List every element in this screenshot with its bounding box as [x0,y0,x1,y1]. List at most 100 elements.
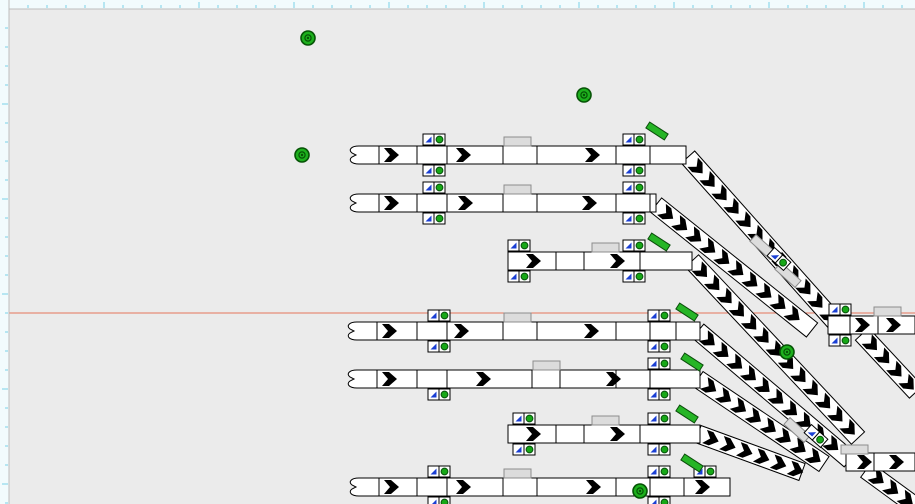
buffer-stop[interactable] [349,145,380,165]
track-section[interactable] [507,424,701,444]
signal-green-lamp-icon [520,272,529,281]
berth-box[interactable] [532,360,561,371]
signal-indicator[interactable] [622,239,646,252]
buffer-stop[interactable] [349,193,380,213]
track-section[interactable] [377,145,687,165]
track-section[interactable] [375,369,701,389]
signal-indicator[interactable] [647,309,671,322]
track-chevron-icon [781,400,798,416]
signal-indicator[interactable] [512,443,536,456]
track-chevron-icon [790,366,806,383]
signal-indicator[interactable] [647,443,671,456]
track-section[interactable] [845,452,915,472]
signal-blue-flag-icon [807,432,817,437]
top-ruler[interactable] [0,0,915,10]
signal-indicator[interactable] [507,270,531,283]
signal-indicator[interactable] [622,133,646,146]
track-chevron-icon [744,407,762,423]
track-section[interactable] [827,315,915,335]
buffer-stop[interactable] [349,477,380,497]
signal-indicator[interactable] [512,412,536,425]
signal-indicator[interactable] [507,239,531,252]
left-ruler-strip [0,0,9,504]
green-badge[interactable] [300,30,316,46]
track-chevron-icon [382,372,397,386]
signal-indicator[interactable] [422,181,446,194]
berth-box[interactable] [503,136,532,147]
track-chevron-icon [783,305,800,321]
signal-indicator[interactable] [647,465,671,478]
track-chevron-icon [698,330,715,346]
diagonal-track[interactable] [692,370,830,473]
signal-indicator[interactable] [803,423,829,449]
track-chevron-icon [822,435,839,451]
signal-indicator[interactable] [828,303,852,316]
diagonal-track[interactable] [684,254,866,445]
route-signal-bar[interactable] [675,302,699,322]
berth-box[interactable] [873,306,902,317]
signal-indicator[interactable] [422,164,446,177]
track-section[interactable] [377,477,731,497]
route-signal-bar[interactable] [647,232,671,252]
berth-box[interactable] [840,444,869,455]
track-chevron-icon [699,237,716,253]
signal-indicator[interactable] [427,309,451,322]
signal-indicator[interactable] [622,212,646,225]
signal-indicator[interactable] [427,465,451,478]
green-badge[interactable] [632,483,648,499]
route-signal-bar[interactable] [680,453,704,473]
diagonal-track[interactable] [694,424,806,482]
track-chevron-icon [728,300,744,317]
signal-green-lamp-icon [660,414,669,423]
track-chevron-icon [382,324,397,338]
signal-indicator[interactable] [647,412,671,425]
berth-box[interactable] [503,468,532,479]
signal-indicator[interactable] [427,340,451,353]
signal-green-lamp-icon [435,166,444,175]
green-badge[interactable] [576,87,592,103]
green-badge[interactable] [779,344,795,360]
signal-green-lamp-icon [635,183,644,192]
track-chevron-icon [886,360,902,377]
signal-indicator[interactable] [422,212,446,225]
track-chevron-icon [723,197,739,214]
signal-indicator[interactable] [647,357,671,370]
track-chevron-icon [456,148,471,162]
badge-ring-icon [298,151,306,159]
signal-blue-flag-icon [625,184,632,191]
signal-green-lamp-icon [635,272,644,281]
signal-indicator[interactable] [647,388,671,401]
badge-dot-icon [300,153,304,157]
berth-box[interactable] [783,416,811,444]
signal-indicator[interactable] [622,181,646,194]
buffer-stop[interactable] [347,321,378,341]
left-ruler[interactable] [0,0,10,504]
diagonal-track[interactable] [854,327,915,399]
route-signal-bar[interactable] [675,404,699,424]
signal-indicator[interactable] [766,246,792,272]
track-section[interactable] [375,321,701,341]
badge-dot-icon [785,350,789,354]
diagonal-track[interactable] [649,197,819,338]
signal-indicator[interactable] [647,496,671,504]
route-signal-bar[interactable] [680,352,704,372]
signal-green-lamp-icon [635,214,644,223]
route-signal-bar[interactable] [645,121,669,141]
berth-box[interactable] [591,415,620,426]
green-badge[interactable] [294,147,310,163]
signal-indicator[interactable] [622,164,646,177]
berth-box[interactable] [591,242,620,253]
track-section[interactable] [377,193,657,213]
signal-indicator[interactable] [427,388,451,401]
signal-indicator[interactable] [427,496,451,504]
berth-box[interactable] [503,184,532,195]
track-section[interactable] [507,251,693,271]
signal-indicator[interactable] [622,270,646,283]
berth-box[interactable] [503,312,532,323]
signal-indicator[interactable] [422,133,446,146]
signal-indicator[interactable] [647,340,671,353]
buffer-stop[interactable] [347,369,378,389]
signal-indicator[interactable] [828,334,852,347]
